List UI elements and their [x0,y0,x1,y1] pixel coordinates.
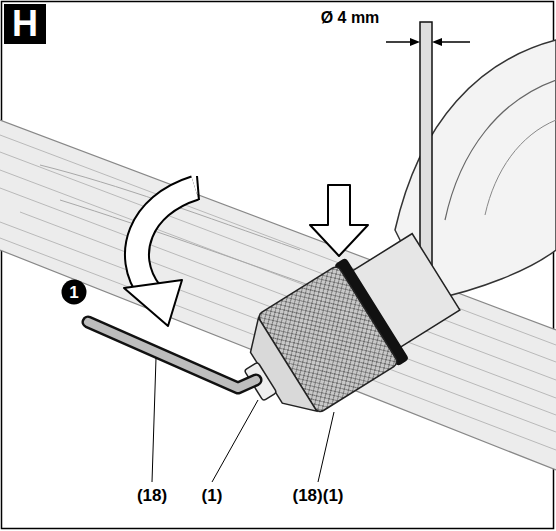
rotation-arrow [124,176,199,326]
step-number-text: 1 [69,284,78,301]
callout-number: (18) [135,486,169,506]
callout-number: (18)(1) [290,486,345,506]
leader-lines [152,358,334,482]
locking-pin [420,22,432,267]
figure-letter: H [4,4,46,44]
dimension-arrows [386,38,470,46]
push-arrow [310,185,368,256]
hex-key [88,322,256,388]
step-number: 1 [61,279,87,305]
figure-letter-text: H [12,6,38,42]
drill-chuck [222,221,468,437]
callout-number: (1) [200,486,225,506]
dimension-label: Ø 4 mm [319,9,382,27]
